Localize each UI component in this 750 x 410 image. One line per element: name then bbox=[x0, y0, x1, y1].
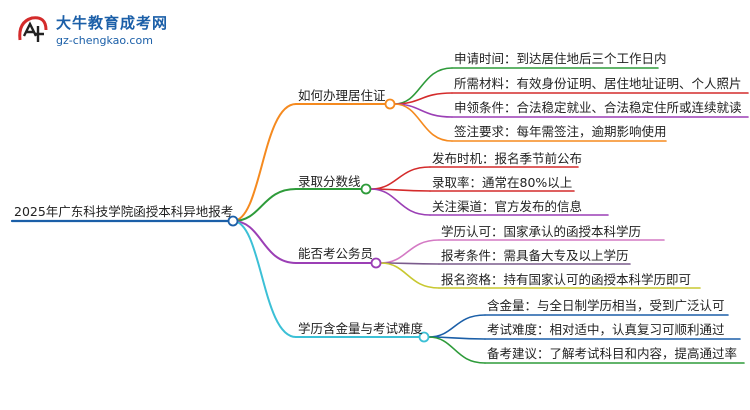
leaf-label-apply-time: 申请时间：到达居住地后三个工作日内 bbox=[454, 51, 667, 66]
connector-civil-service-leaf-1 bbox=[379, 239, 440, 264]
logo-mark-icon bbox=[18, 16, 48, 42]
connector-admission-score-leaf-1 bbox=[369, 166, 431, 190]
node-admission-score bbox=[360, 183, 372, 195]
connector-admission-score bbox=[232, 188, 297, 222]
logo-name: 大牛教育成考网 bbox=[56, 14, 169, 32]
leaf-label-recognition: 学历认可：国家承认的函授本科学历 bbox=[441, 224, 642, 239]
branch-label-residence-permit: 如何办理居住证 bbox=[298, 88, 386, 103]
site-logo: 大牛教育成考网 gz-chengkao.com bbox=[10, 8, 170, 52]
branch-label-degree-value: 学历含金量与考试难度 bbox=[298, 321, 424, 336]
connector-civil-service bbox=[232, 220, 297, 264]
node-root bbox=[227, 215, 239, 227]
leaf-label-conditions: 申领条件：合法稳定就业、合法稳定住所或连续就读 bbox=[454, 100, 742, 115]
leaf-label-value: 含金量：与全日制学历相当，受到广泛认可 bbox=[487, 298, 725, 313]
logo-url: gz-chengkao.com bbox=[56, 34, 153, 47]
node-degree-value bbox=[418, 331, 430, 343]
leaf-label-endorsement: 签注要求：每年需签注，逾期影响使用 bbox=[454, 124, 667, 139]
leaf-label-advice: 备考建议：了解考试科目和内容，提高通过率 bbox=[487, 346, 738, 361]
leaf-label-channels: 关注渠道：官方发布的信息 bbox=[432, 199, 583, 214]
mindmap-root-label: 2025年广东科技学院函授本科异地报考 bbox=[14, 204, 234, 219]
leaf-label-release-time: 发布时机：报名季节前公布 bbox=[432, 151, 583, 166]
connector-civil-service-leaf-3 bbox=[379, 262, 440, 289]
connector-admission-score-leaf-3 bbox=[369, 188, 431, 216]
connector-residence-permit-leaf-4 bbox=[393, 103, 453, 142]
leaf-label-materials: 所需材料：有效身份证明、居住地址证明、个人照片 bbox=[454, 76, 742, 91]
leaf-label-eligibility: 报名资格：持有国家认可的函授本科学历即可 bbox=[441, 272, 692, 287]
connector-residence-permit bbox=[232, 103, 297, 222]
connector-degree-value-leaf-1 bbox=[427, 314, 486, 338]
leaf-label-requirements: 报考条件：需具备大专及以上学历 bbox=[441, 248, 629, 263]
leaf-label-difficulty: 考试难度：相对适中，认真复习可顺利通过 bbox=[487, 322, 725, 337]
branch-label-civil-service: 能否考公务员 bbox=[298, 246, 374, 261]
branch-label-admission-score: 录取分数线 bbox=[298, 174, 361, 189]
connector-degree-value-leaf-3 bbox=[427, 336, 486, 364]
connector-degree-value bbox=[232, 220, 297, 338]
node-residence-permit bbox=[384, 98, 396, 110]
leaf-label-admission-rate: 录取率：通常在80%以上 bbox=[432, 175, 573, 190]
node-civil-service bbox=[370, 257, 382, 269]
